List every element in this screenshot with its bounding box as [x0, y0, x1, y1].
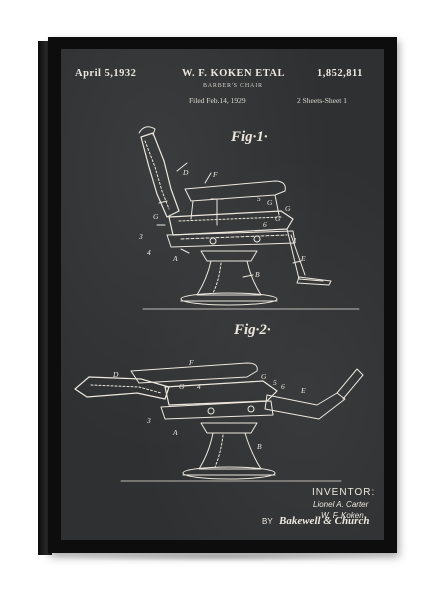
callout-5: 5: [273, 378, 277, 387]
frame-shadow: [44, 552, 399, 562]
callout-3: 3: [138, 232, 143, 241]
callout-g: G: [267, 198, 273, 207]
callout-g: G: [153, 212, 159, 221]
patent-sheets: 2 Sheets-Sheet 1: [297, 96, 347, 105]
callout-5: 5: [257, 194, 261, 203]
callout-f: F: [188, 358, 194, 367]
callout-3: 3: [146, 416, 151, 425]
figure-1-chair: [138, 126, 360, 310]
patent-filed-date: Filed Feb.14, 1929: [189, 96, 246, 105]
figure-2-chair: [74, 362, 364, 482]
patent-date: April 5,1932: [75, 68, 137, 79]
callout-g: G: [261, 372, 267, 381]
callout-4: 4: [197, 382, 201, 391]
patent-inventors-header: W. F. KOKEN ETAL: [182, 68, 286, 79]
callout-e: E: [300, 386, 306, 395]
inventor-heading: INVENTOR:: [312, 487, 376, 498]
callout-4: 4: [147, 248, 151, 257]
callout-d: D: [112, 370, 119, 379]
callout-a: A: [172, 428, 178, 437]
by-label: BY: [262, 517, 273, 526]
callout-g: G: [275, 214, 281, 223]
patent-title: BARBER'S CHAIR: [203, 83, 263, 89]
callout-a: A: [172, 254, 178, 263]
callout-e: E: [300, 254, 306, 263]
figure-2-callouts: D F G G E A B 3 4 5 6: [112, 358, 306, 451]
figure-1-callouts: D F G G G G A B E 1 3 4 5 6: [138, 168, 306, 279]
callout-d: D: [182, 168, 189, 177]
callout-6: 6: [263, 220, 267, 229]
callout-b: B: [257, 442, 262, 451]
inventor-name-2: W. F. Koken: [321, 511, 364, 520]
patent-drawing: D F G G G G A B E 1 3 4 5 6 D F G G E A …: [74, 126, 364, 482]
attorney-signature: Bakewell & Church: [279, 515, 370, 527]
callout-b: B: [255, 270, 260, 279]
patent-number: 1,852,811: [317, 68, 363, 79]
inventor-name-1: Lionel A. Carter: [313, 500, 369, 509]
figure-1-label: Fig·1·: [231, 129, 268, 145]
callout-g: G: [179, 382, 185, 391]
callout-f: F: [212, 170, 218, 179]
callout-1: 1: [293, 236, 297, 245]
callout-g: G: [285, 204, 291, 213]
patent-poster: April 5,1932 W. F. KOKEN ETAL 1,852,811 …: [61, 49, 384, 540]
figure-2-label: Fig·2·: [234, 322, 271, 338]
callout-6: 6: [281, 382, 285, 391]
